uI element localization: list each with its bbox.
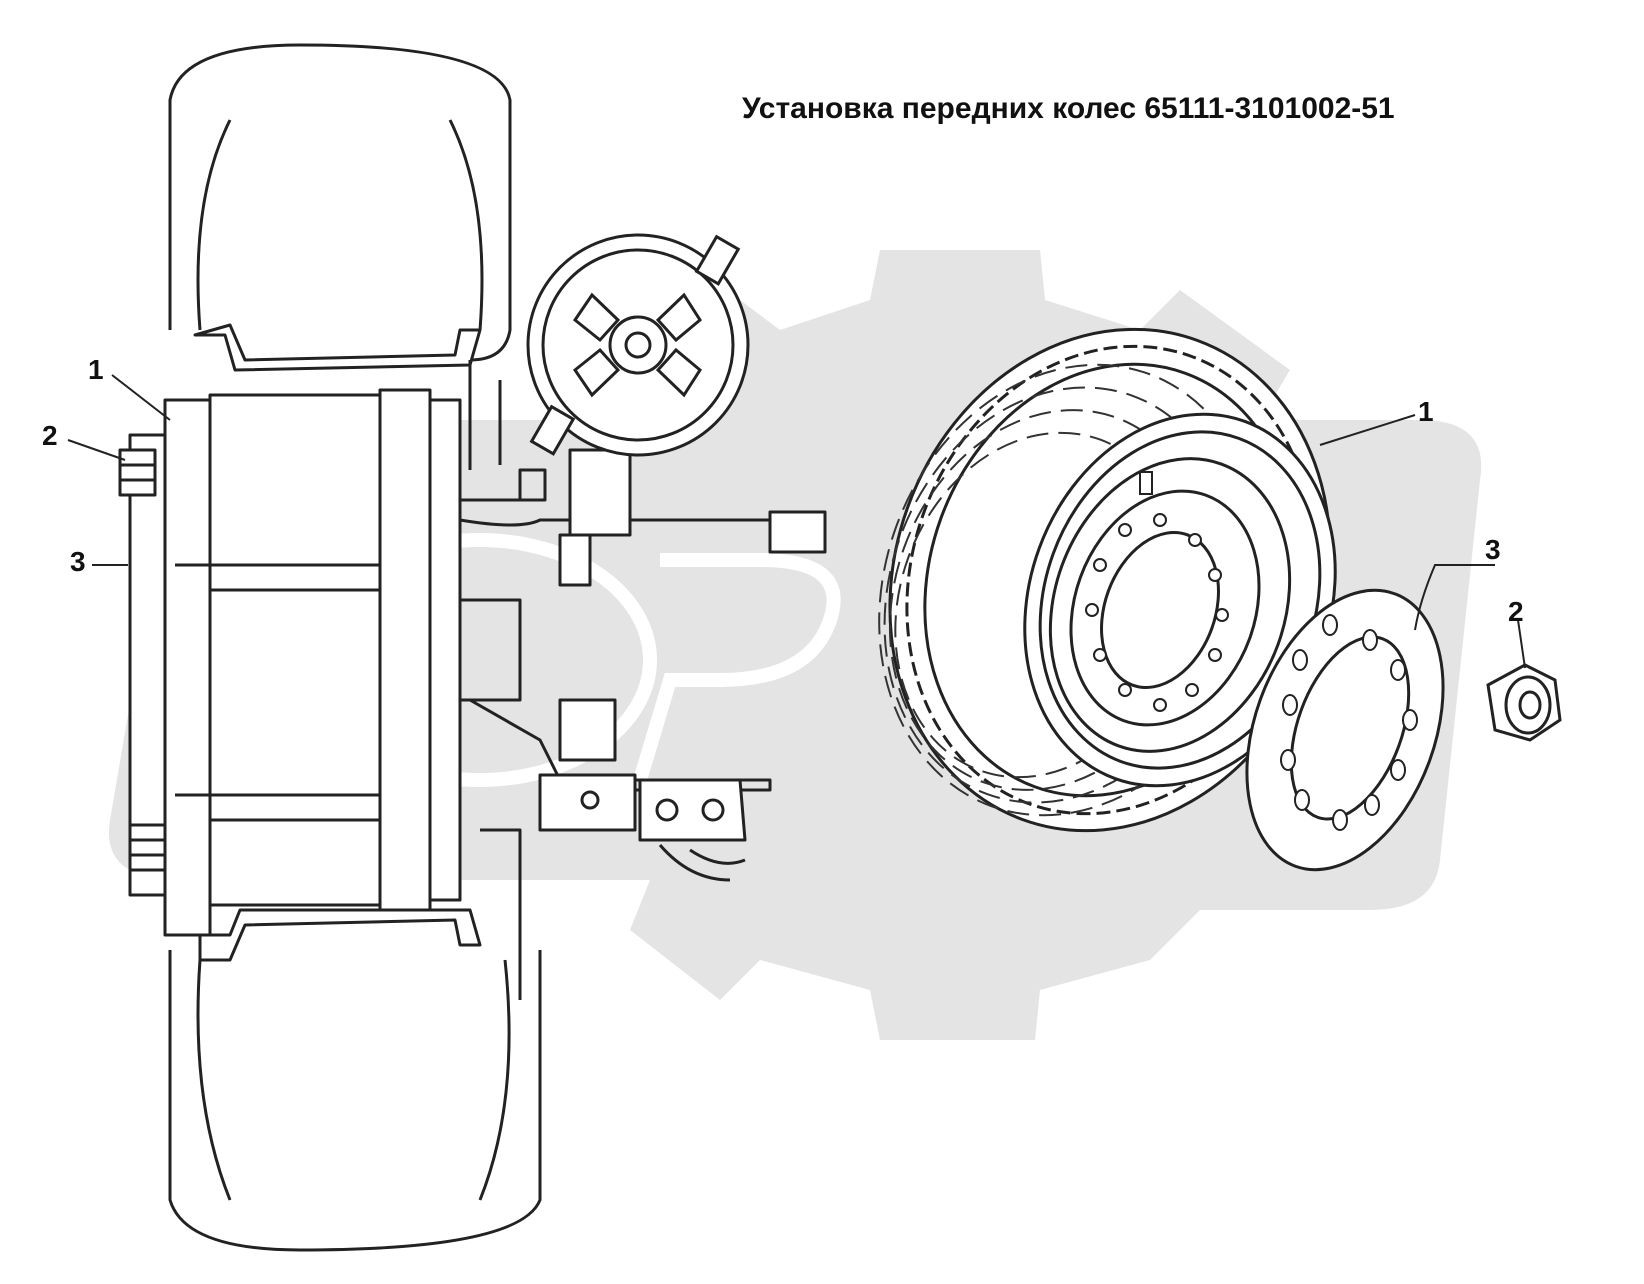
- callout-left-3: 3: [70, 546, 86, 577]
- callout-right-1: 1: [1418, 396, 1434, 427]
- lower-tire: [168, 950, 542, 1252]
- diagram-title: Установка передних колес 65111-3101002-5…: [742, 92, 1395, 125]
- wheel-nut: [1486, 663, 1562, 742]
- lock-ring: [1245, 588, 1445, 872]
- rim-bolt-holes: [1085, 513, 1229, 712]
- left-section-view: [118, 43, 827, 1252]
- tire-exploded: [878, 327, 1337, 833]
- brake-chamber: [526, 233, 750, 457]
- callout-left-2: 2: [42, 420, 58, 451]
- upper-tire: [168, 43, 512, 362]
- leader-lines: [67, 374, 1526, 669]
- callout-right-3: 3: [1485, 534, 1501, 565]
- callout-left-1: 1: [88, 354, 104, 385]
- callout-right-2: 2: [1508, 596, 1524, 627]
